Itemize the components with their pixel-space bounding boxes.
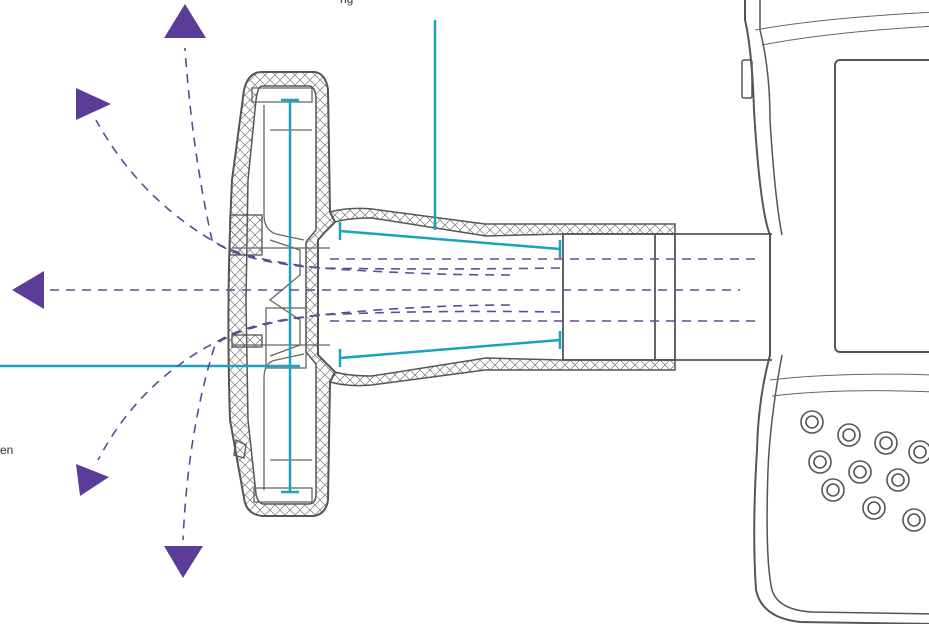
mouthpiece-filter: [227, 71, 676, 517]
round-key-icon: [821, 478, 845, 502]
rim-notch: [233, 439, 247, 459]
airflow-lower-1: [182, 310, 561, 541]
device-side-button: [741, 59, 753, 99]
purple-triangle-arrow-icon: [76, 464, 109, 496]
device-body: [744, 0, 929, 624]
round-key-icon: [908, 440, 929, 464]
airflow-lower-2: [97, 304, 511, 461]
purple-triangle-arrow-icon: [12, 271, 44, 309]
airflow-upper-2: [95, 119, 511, 276]
lower-taper-line: [339, 338, 561, 360]
device-keypad: [800, 410, 929, 532]
device-top-band: [754, 11, 929, 46]
device-bottom-band: [769, 373, 929, 397]
round-key-icon: [848, 460, 872, 484]
round-key-icon: [886, 468, 910, 492]
filter-housing-cavity: [245, 85, 317, 505]
handheld-device: [741, 0, 929, 624]
purple-triangle-arrow-icon: [164, 4, 206, 38]
tube-collar: [562, 233, 676, 361]
connector-tube: [562, 233, 772, 361]
device-screen: [834, 59, 929, 353]
device-inner-contour: [759, 0, 929, 615]
upper-tube-wall: [328, 207, 676, 237]
lower-tube-wall: [328, 357, 676, 387]
round-key-icon: [837, 423, 861, 447]
flow-arrows: [12, 4, 206, 578]
rim-block: [231, 334, 263, 348]
teal-indicators: [0, 20, 562, 494]
upper-taper-line: [339, 229, 561, 251]
round-key-icon: [902, 508, 926, 532]
purple-triangle-arrow-icon: [76, 88, 111, 120]
round-key-icon: [874, 431, 898, 455]
round-key-icon: [808, 450, 832, 474]
round-key-icon: [862, 496, 886, 520]
round-key-icon: [800, 410, 824, 434]
left-callout-label-fragment: en: [0, 443, 14, 457]
purple-triangle-arrow-icon: [164, 546, 203, 578]
top-callout-label-fragment: ng: [340, 0, 353, 6]
airflow-upper-1: [184, 47, 561, 270]
rim-block: [229, 214, 263, 256]
airflow-paths: [50, 47, 760, 541]
